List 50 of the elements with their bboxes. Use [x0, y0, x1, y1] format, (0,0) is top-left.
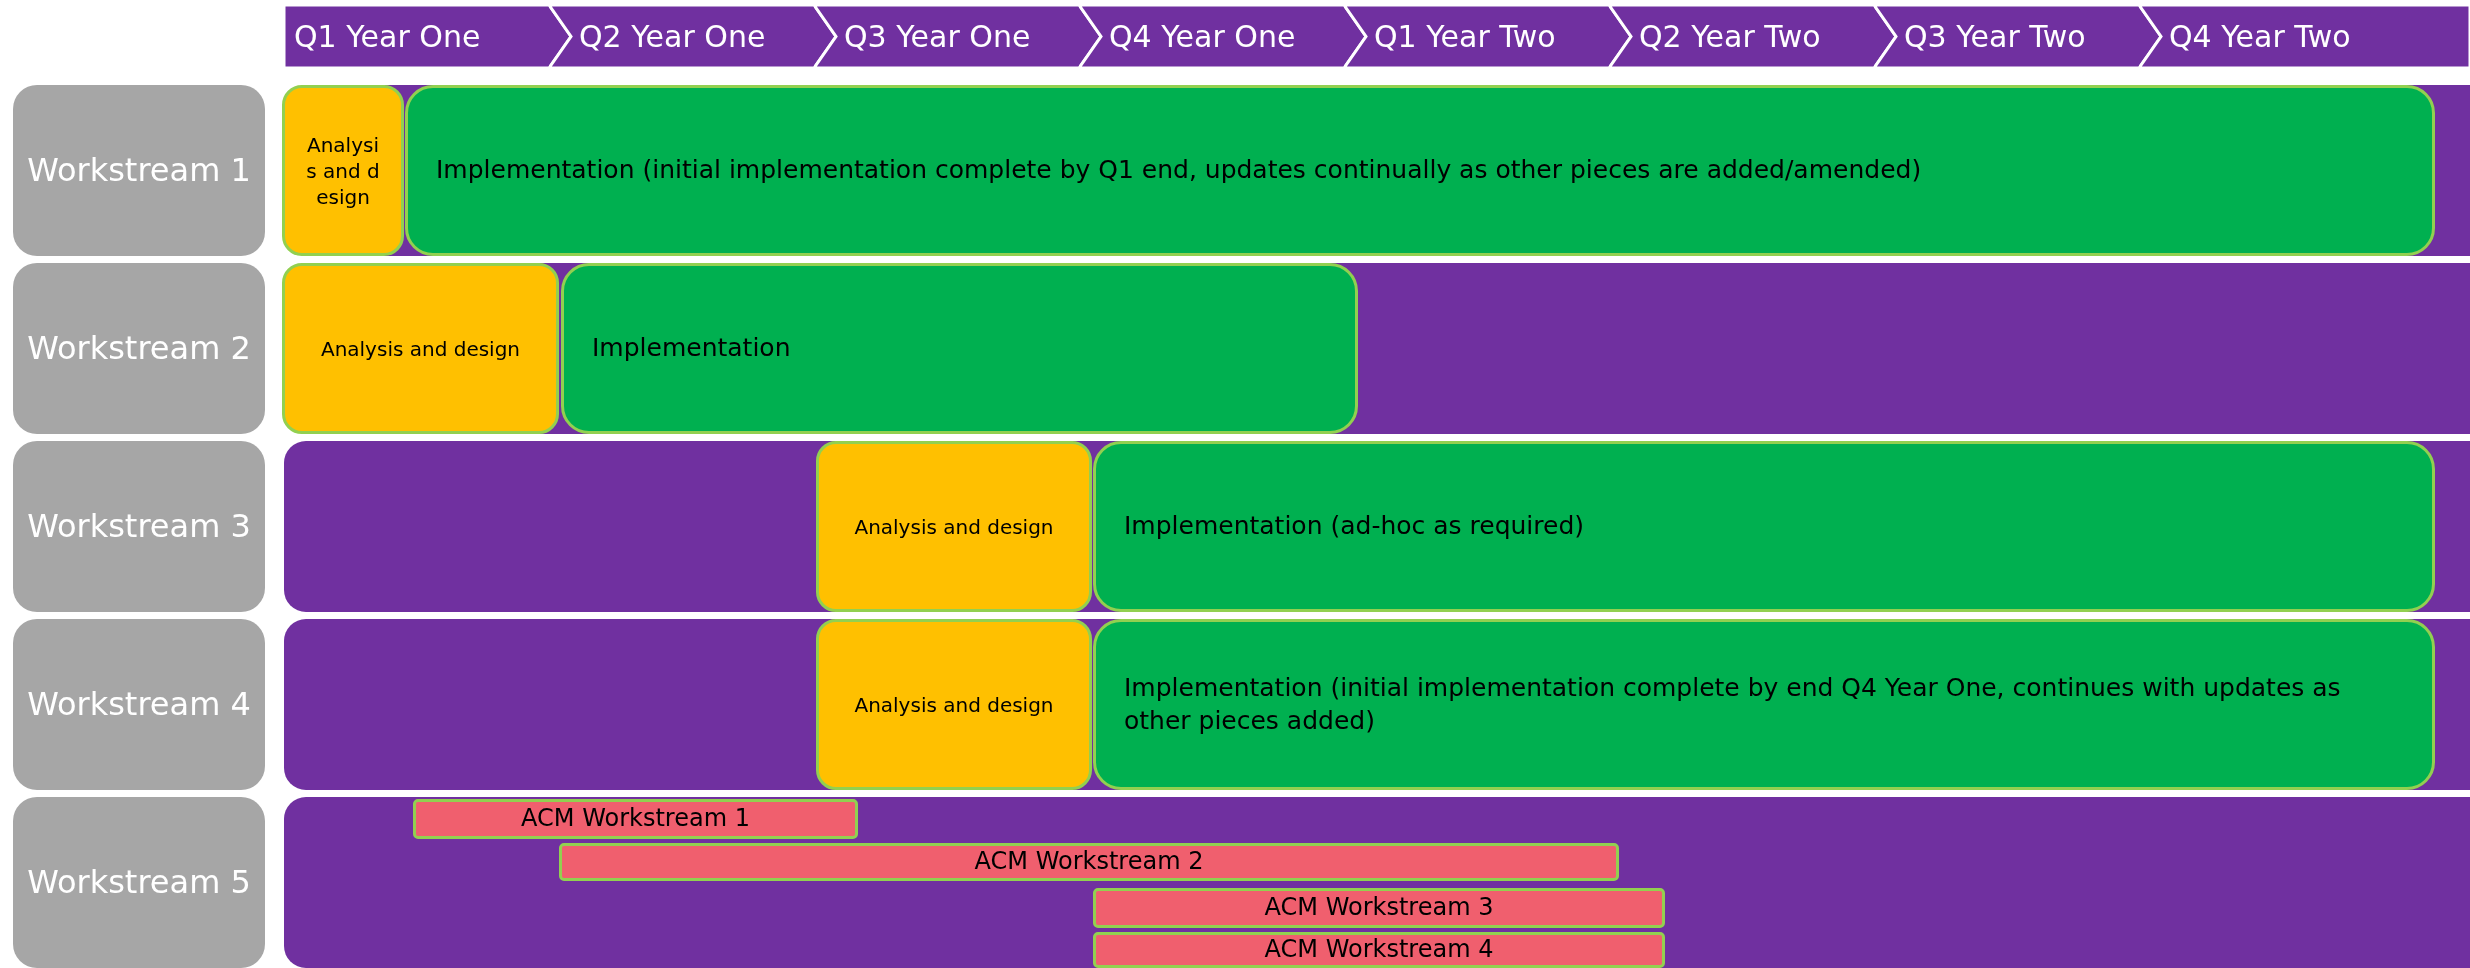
quarter-label: Q4 Year One	[1109, 18, 1296, 56]
workstream-label	[13, 85, 265, 256]
bar-label: Implementation (initial implementation complete by Q1 end, updates continually as other pieces are added/amended)	[436, 154, 1922, 187]
workstream-label	[13, 441, 265, 612]
quarter-label: Q1 Year Two	[1374, 18, 1556, 56]
quarter-label: Q1 Year One	[294, 18, 481, 56]
bar-label: Workstream 1	[27, 149, 251, 191]
bar-label: ACM Workstream 4	[1264, 934, 1494, 966]
design-phase-bar	[816, 441, 1092, 612]
implementation-bar	[405, 85, 2435, 256]
bar-label: Implementation	[592, 332, 791, 365]
bar-label: ACM Workstream 1	[521, 803, 750, 835]
acm-task-bar	[1093, 888, 1665, 928]
bar-label: ACM Workstream 2	[974, 846, 1204, 878]
quarter-label: Q3 Year Two	[1904, 18, 2086, 56]
bar-label: Workstream 5	[27, 861, 251, 903]
design-phase-bar	[282, 85, 404, 256]
bar-label: Implementation (ad-hoc as required)	[1124, 510, 1585, 543]
quarter-header	[284, 5, 571, 68]
bar-label: ACM Workstream 3	[1264, 892, 1494, 924]
quarter-header	[1079, 5, 1366, 68]
implementation-bar	[1093, 619, 2435, 790]
quarter-header	[1609, 5, 1896, 68]
quarter-header	[549, 5, 836, 68]
bar-label: Analysis and design	[305, 131, 381, 210]
quarter-header	[1344, 5, 1631, 68]
quarter-label: Q2 Year One	[579, 18, 766, 56]
bar-label: Workstream 4	[27, 683, 251, 725]
bar-label: Analysis and design	[854, 691, 1054, 718]
quarter-header	[2139, 5, 2470, 68]
implementation-bar	[561, 263, 1358, 434]
workstream-label	[13, 797, 265, 968]
bar-label: Workstream 2	[27, 327, 251, 369]
quarter-label: Q3 Year One	[844, 18, 1031, 56]
bar-label: Analysis and design	[320, 335, 521, 362]
bar-label: Workstream 3	[27, 505, 251, 547]
acm-task-bar	[413, 799, 858, 839]
quarter-label: Q4 Year Two	[2169, 18, 2351, 56]
implementation-bar	[1093, 441, 2435, 612]
design-phase-bar	[816, 619, 1092, 790]
acm-task-bar	[559, 843, 1619, 881]
design-phase-bar	[282, 263, 559, 434]
workstream-label	[13, 263, 265, 434]
quarter-header	[1874, 5, 2161, 68]
bar-label: Analysis and design	[854, 513, 1054, 540]
bar-label: Implementation (initial implementation complete by end Q4 Year One, continues with updates as other pieces added)	[1124, 672, 2342, 737]
workstream-label	[13, 619, 265, 790]
quarter-label: Q2 Year Two	[1639, 18, 1821, 56]
acm-task-bar	[1093, 932, 1665, 968]
quarter-header	[814, 5, 1101, 68]
